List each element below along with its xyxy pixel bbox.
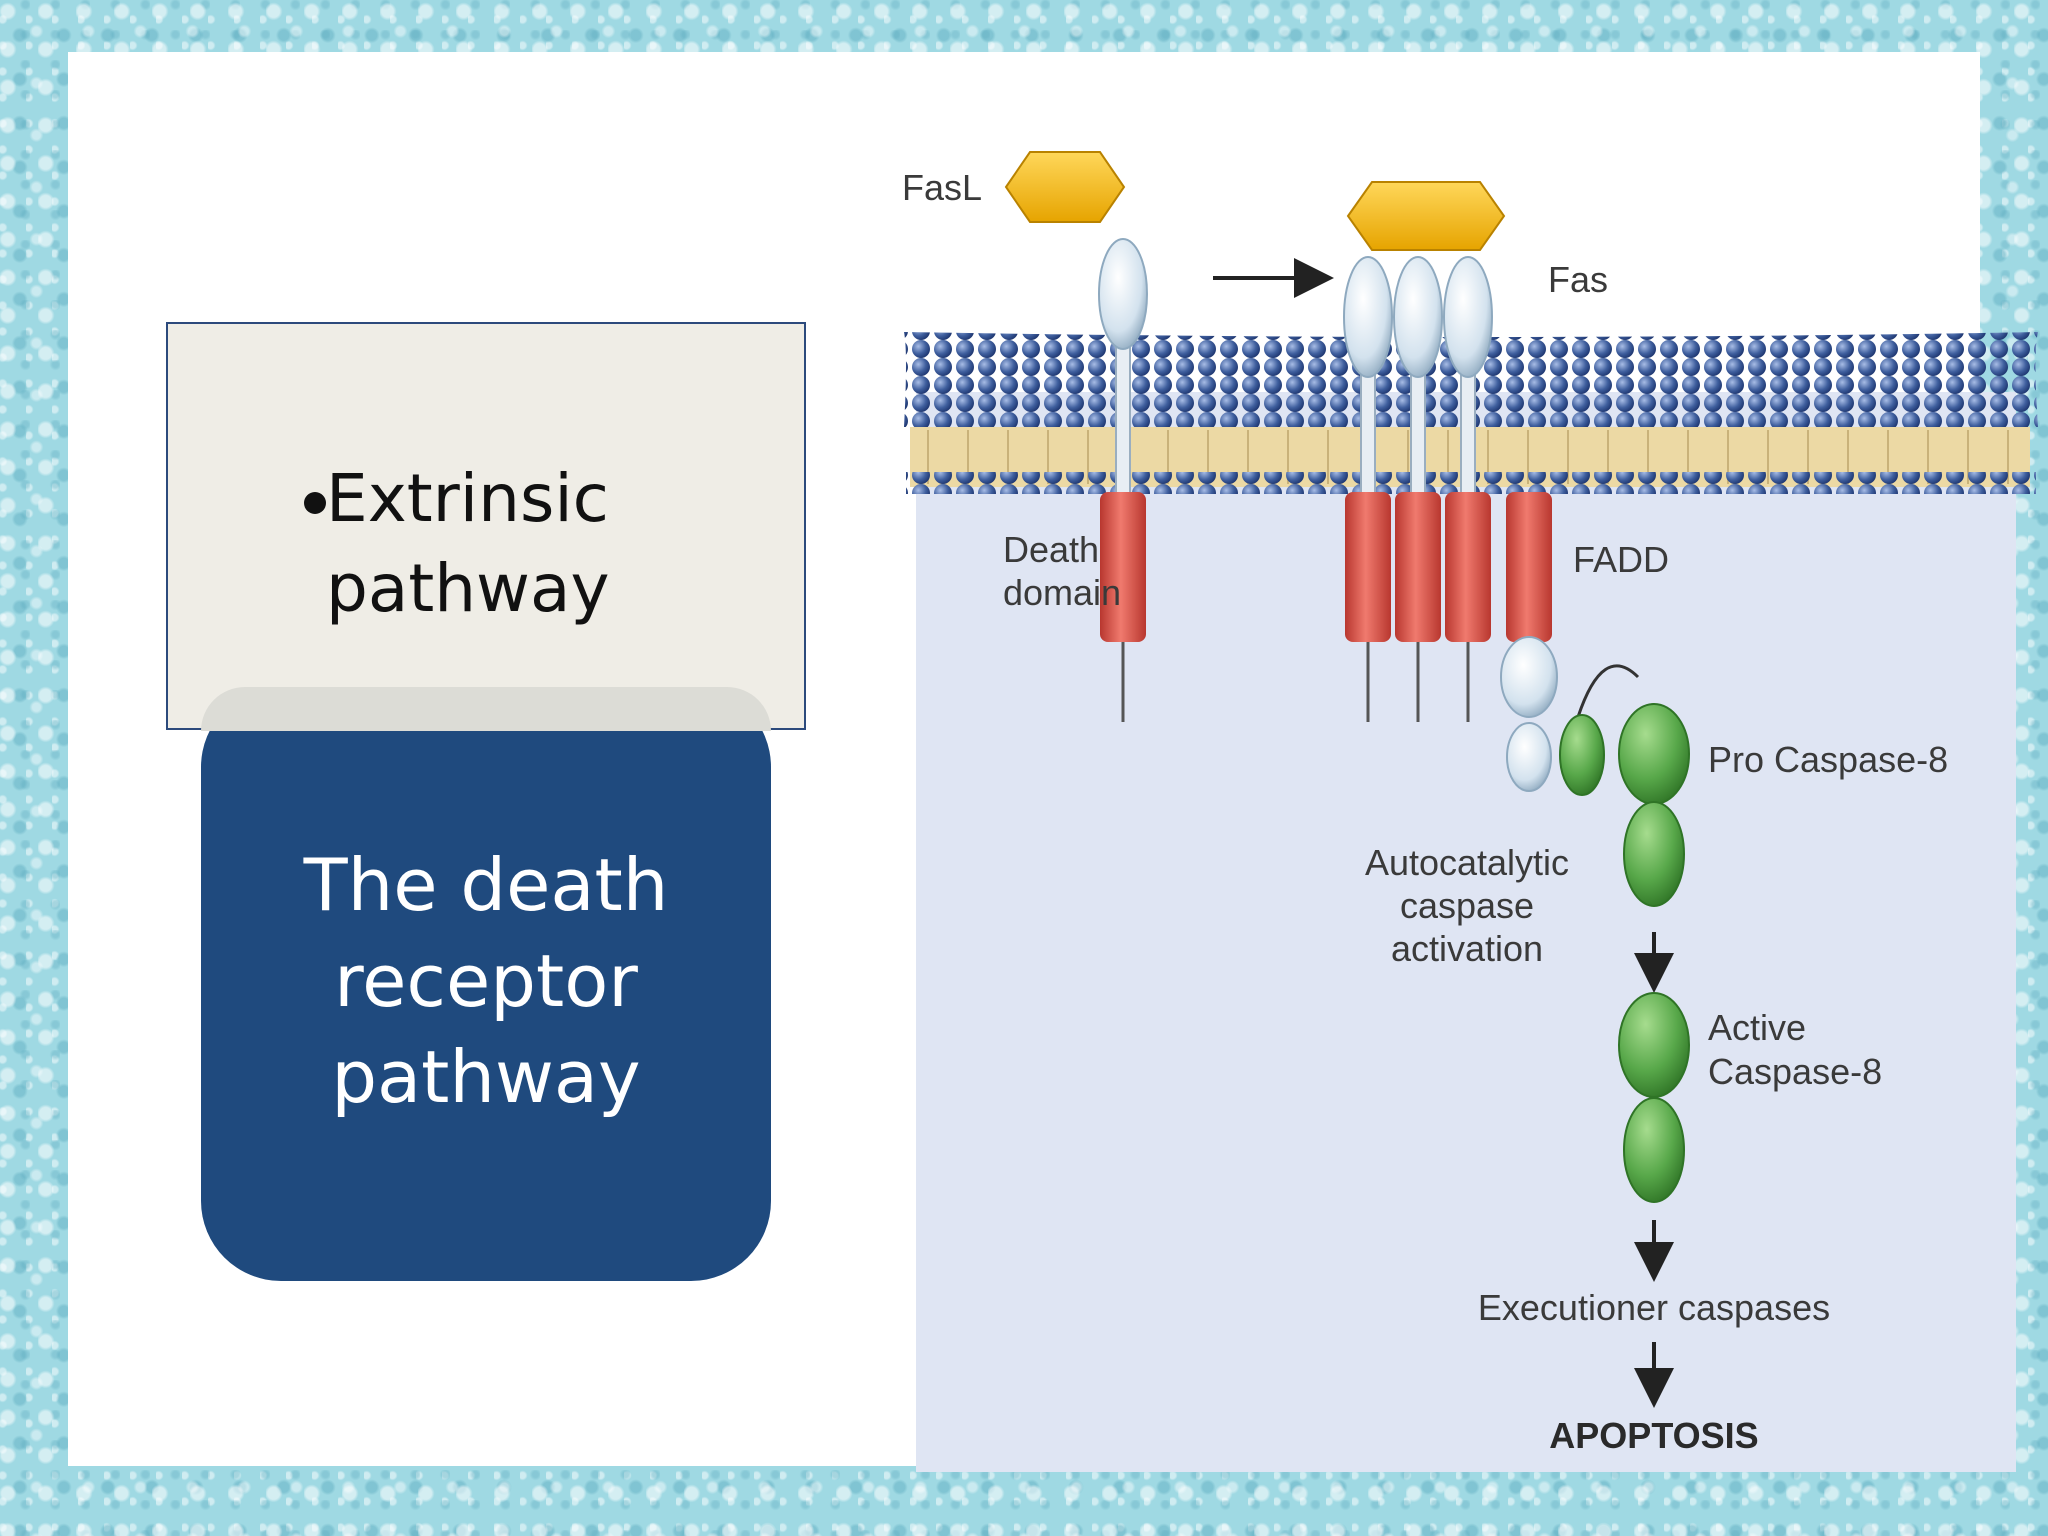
pathway-title-line-3: pathway <box>331 1035 641 1119</box>
active-caspase-label-line-1: Active <box>1708 1007 1806 1048</box>
apoptosis-label: APOPTOSIS <box>1549 1415 1758 1456</box>
fasl-ligand-bound <box>1346 181 1506 251</box>
death-domain-monomer <box>1100 492 1146 642</box>
bullet-text-box: Extrinsic pathway <box>166 322 806 730</box>
fadd-adaptor <box>1500 492 1558 792</box>
active-caspase-8 <box>1618 992 1690 1203</box>
bullet-line-2: pathway <box>326 550 610 627</box>
autocatalytic-label-line-1: Autocatalytic <box>1365 842 1569 883</box>
fasl-label: FasL <box>902 167 982 208</box>
pro-caspase-8 <box>1559 664 1690 907</box>
death-domain-label-line-1: Death <box>1003 529 1099 570</box>
fasl-ligand <box>1004 151 1126 223</box>
bullet-line-1: Extrinsic <box>326 460 609 537</box>
autocatalytic-label-line-2: caspase <box>1400 885 1534 926</box>
fas-receptor-monomer <box>1098 238 1148 722</box>
pathway-title: The death receptor pathway <box>201 837 771 1125</box>
autocatalytic-label-line-3: activation <box>1391 928 1543 969</box>
executioner-label: Executioner caspases <box>1478 1287 1830 1328</box>
pathway-title-box <box>201 687 771 1281</box>
bullet-dot <box>304 492 326 514</box>
pathway-title-line-1: The death <box>303 843 669 927</box>
fas-pathway-diagram: FasL Fas FADD Death domain <box>902 151 2038 1472</box>
fas-label: Fas <box>1548 259 1608 300</box>
fas-receptor-trimer <box>1343 256 1493 722</box>
active-caspase-label-line-2: Caspase-8 <box>1708 1051 1882 1092</box>
fadd-label: FADD <box>1573 539 1669 580</box>
pro-caspase-label: Pro Caspase-8 <box>1708 739 1948 780</box>
pathway-title-line-2: receptor <box>334 939 638 1023</box>
slide-canvas: Extrinsic pathway The death receptor pat… <box>68 52 2038 1472</box>
death-domain-label-line-2: domain <box>1003 572 1121 613</box>
bullet-text: Extrinsic pathway <box>168 454 610 634</box>
pathway-title-box-top <box>201 687 771 731</box>
